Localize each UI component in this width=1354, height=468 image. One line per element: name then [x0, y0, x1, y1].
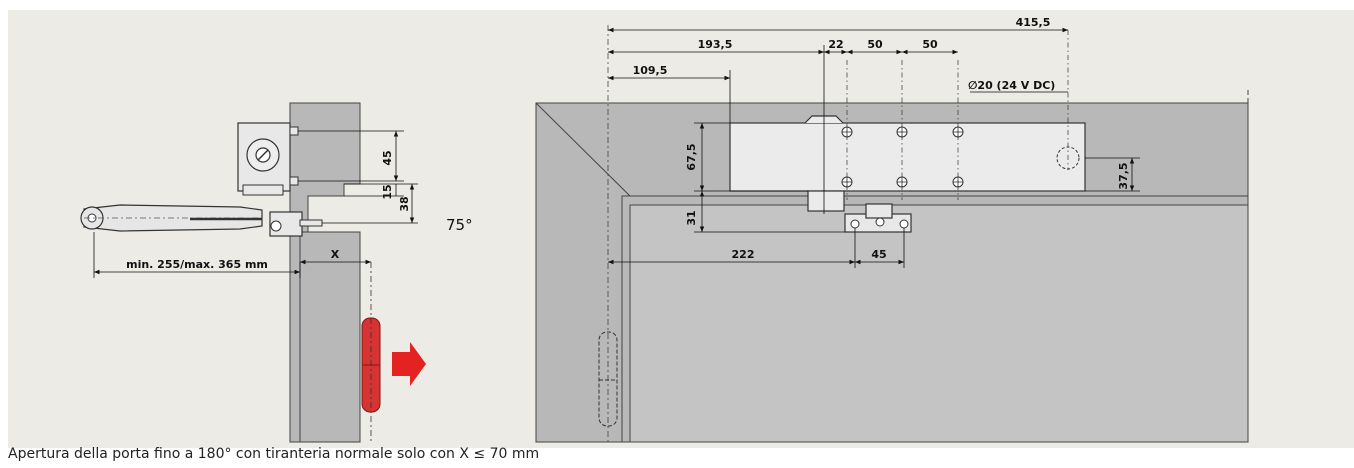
dim-50-second: 50 [922, 38, 938, 51]
side-view: 45 15 38 75° min. 255/max. 365 mm X [80, 102, 473, 443]
door-closer-body-front [729, 122, 1086, 192]
dim-diameter-20: ∅20 (24 V DC) [968, 79, 1055, 92]
dim-15-side: 15 [381, 184, 394, 199]
dim-x: X [331, 248, 340, 261]
wall-frame-section [289, 102, 361, 443]
dim-31: 31 [685, 210, 698, 225]
door-leaf-section [299, 231, 361, 443]
dim-38-side: 38 [398, 196, 411, 211]
door-leaf [629, 204, 1249, 443]
caption: Apertura della porta fino a 180° con tir… [8, 446, 540, 462]
arm-shoe [269, 211, 303, 237]
dim-109-5: 109,5 [633, 64, 668, 77]
dim-45-front: 45 [871, 248, 886, 261]
dim-37-5: 37,5 [1117, 162, 1130, 189]
dim-67-5: 67,5 [685, 143, 698, 170]
dim-arm-length: min. 255/max. 365 mm [126, 258, 268, 271]
dim-415-5: 415,5 [1016, 16, 1051, 29]
opening-direction-arrow [392, 342, 426, 386]
dim-222: 222 [732, 248, 755, 261]
dim-45-side: 45 [381, 150, 394, 165]
dim-50-first: 50 [867, 38, 883, 51]
front-view: 415,5 193,5 22 50 50 109,5 ∅20 (24 V DC)… [535, 16, 1249, 443]
opening-angle: 75° [446, 216, 473, 234]
dim-193-5: 193,5 [698, 38, 733, 51]
dim-22: 22 [828, 38, 843, 51]
